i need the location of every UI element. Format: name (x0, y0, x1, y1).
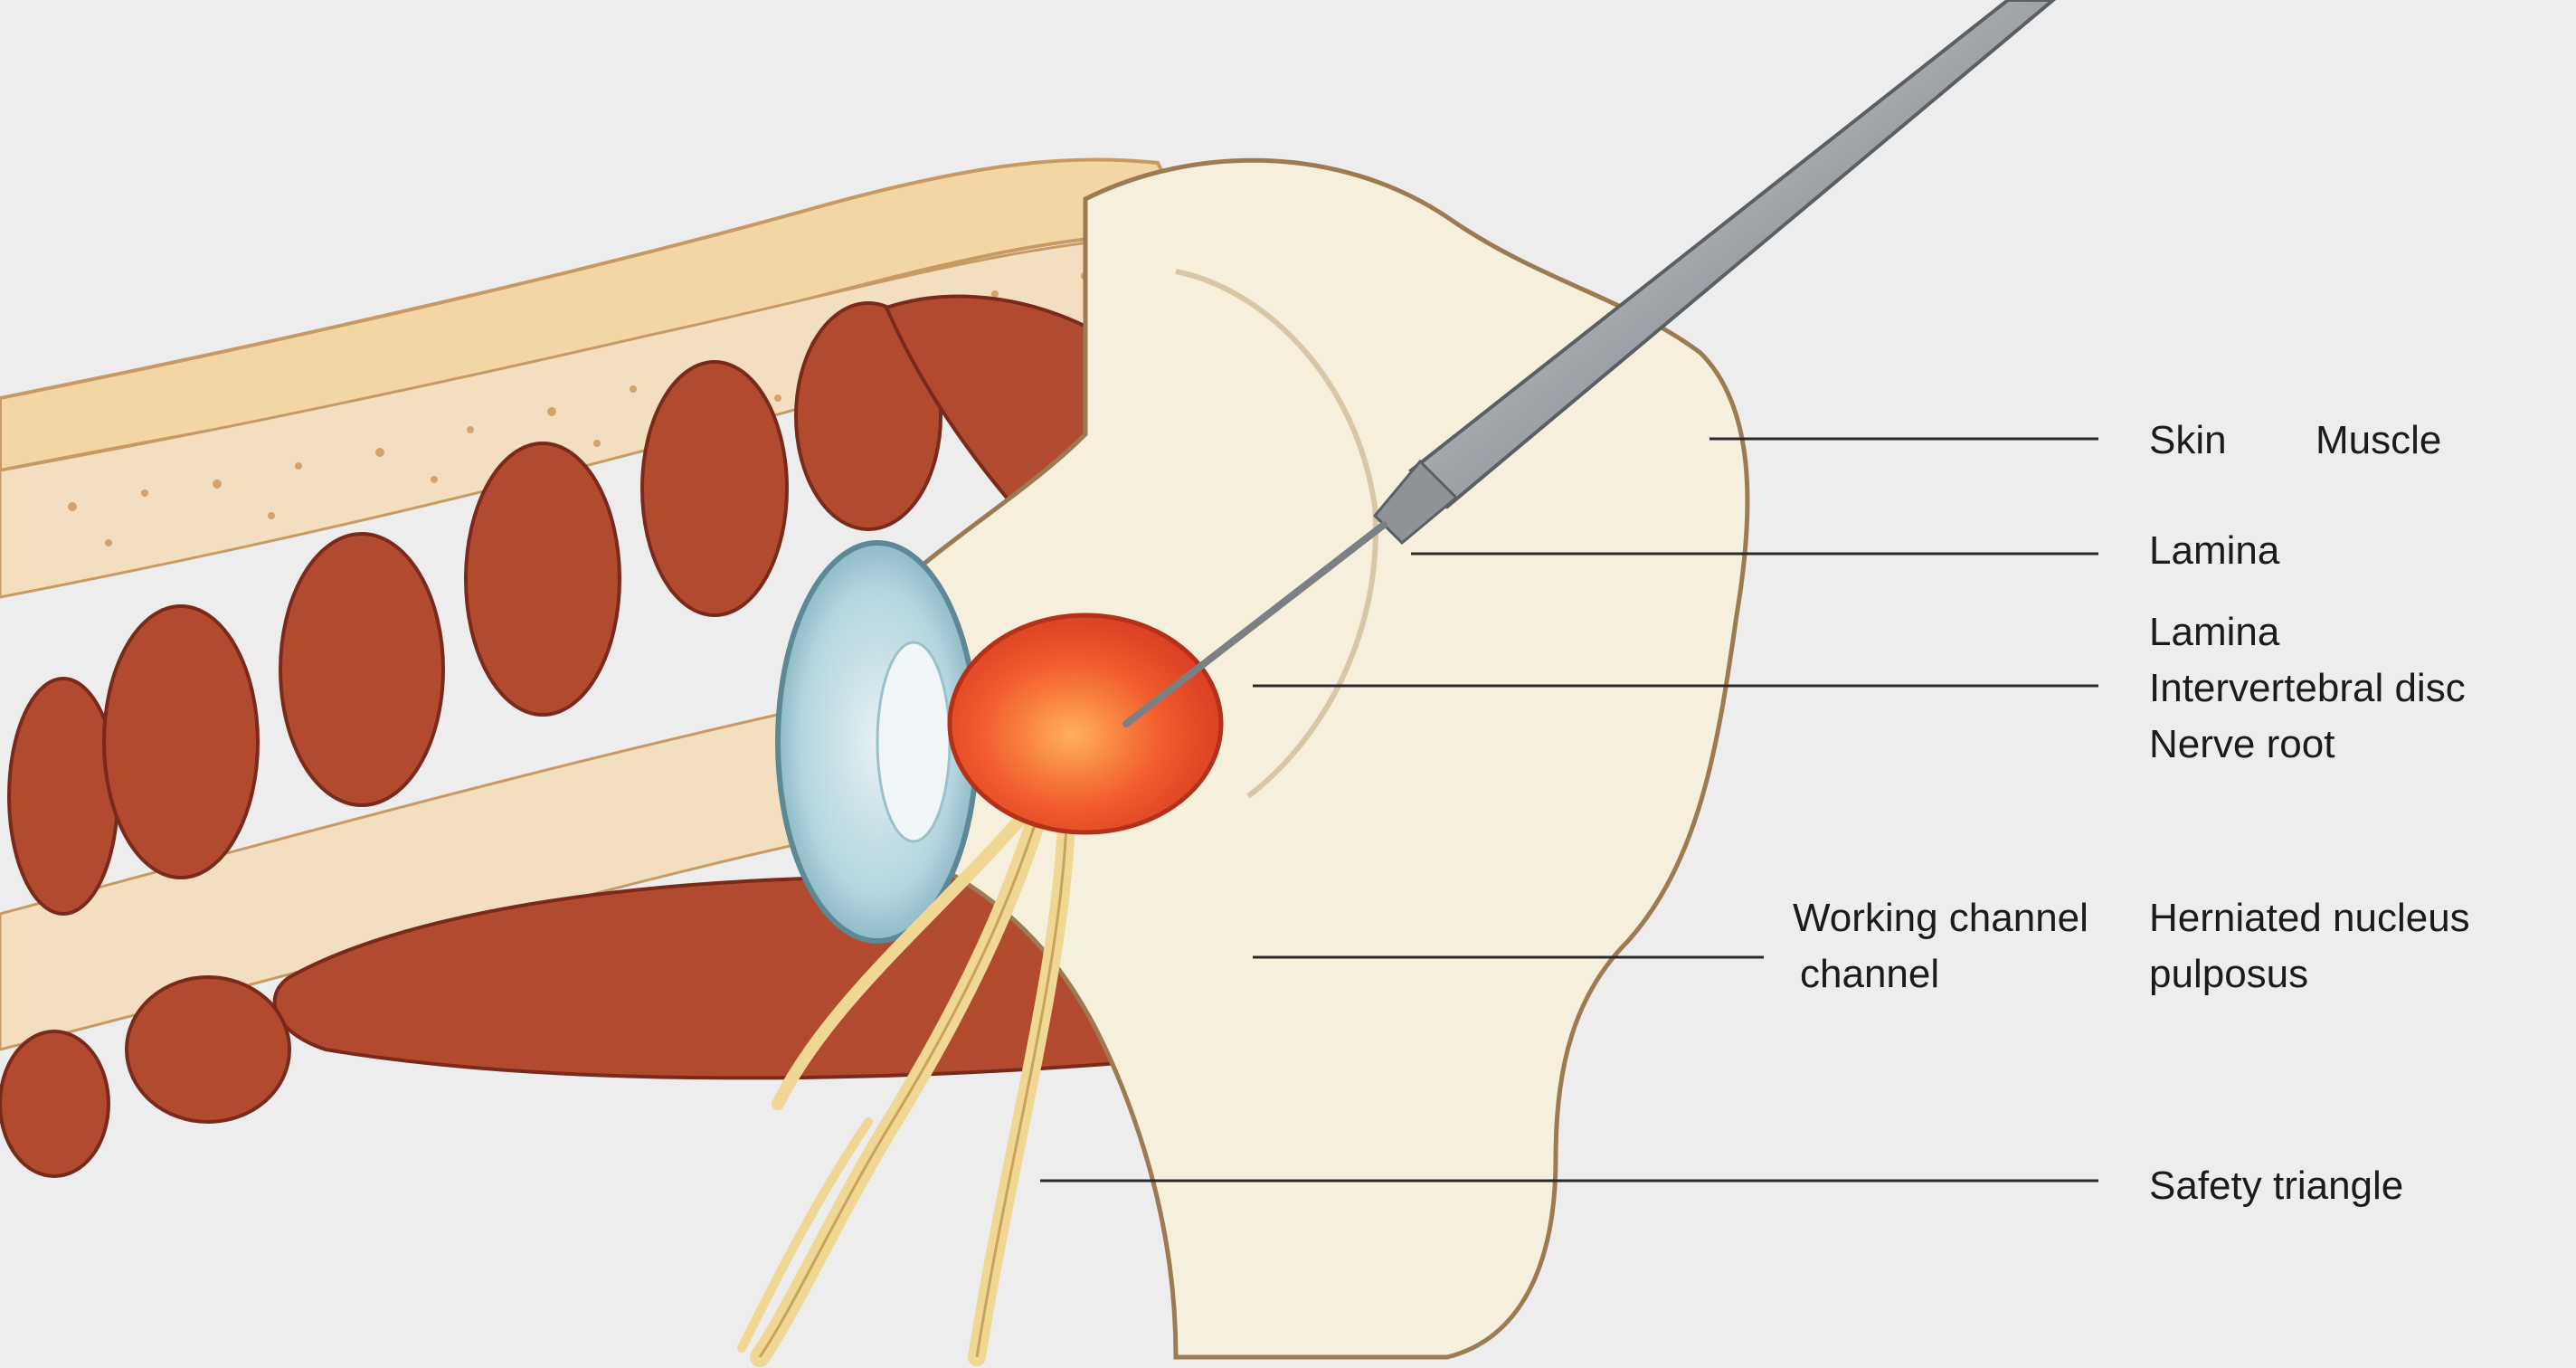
lamina-contour (1175, 269, 1378, 799)
label-working-channel-1: Working channel (1793, 896, 2088, 940)
leader-lines (1040, 437, 2098, 1183)
lower-muscle-ellipses (0, 975, 291, 1178)
label-safety-triangle: Safety triangle (2149, 1164, 2404, 1208)
label-intervertebral-disc: Intervertebral disc (2149, 666, 2466, 710)
label-lamina-2: Lamina (2149, 610, 2280, 654)
disc-inner (876, 641, 952, 843)
label-nerve-root: Nerve root (2149, 722, 2335, 766)
label-herniated-1: Herniated nucleus (2149, 896, 2470, 940)
working-channel-instrument (1122, 0, 2057, 727)
label-muscle: Muscle (2316, 418, 2442, 462)
herniated-nucleus-pulposus (947, 613, 1224, 835)
label-skin: Skin (2149, 418, 2227, 462)
label-working-channel-2: channel (1800, 952, 1940, 996)
label-herniated-2: pulposus (2149, 952, 2309, 996)
label-lamina-1: Lamina (2149, 528, 2280, 573)
nerve-root-outline (758, 777, 1069, 1358)
